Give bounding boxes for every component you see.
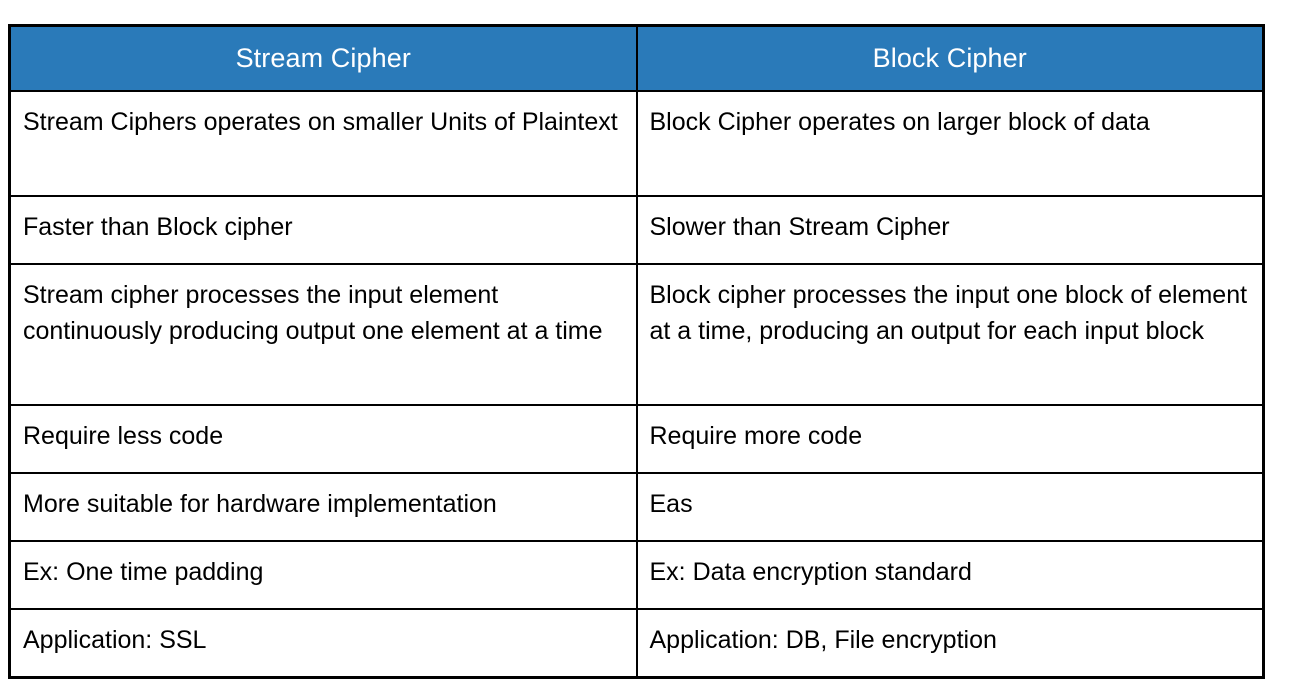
cell-stream-cipher-2: Faster than Block cipher [8,195,638,265]
table-row: Faster than Block cipher Slower than Str… [8,195,1265,265]
cell-block-cipher-1: Block Cipher operates on larger block of… [635,90,1265,197]
cell-stream-cipher-5: More suitable for hardware implementatio… [8,472,638,542]
cell-stream-cipher-3: Stream cipher processes the input elemen… [8,263,638,406]
table-row: More suitable for hardware implementatio… [8,472,1265,542]
comparison-table: Stream Cipher Block Cipher Stream Cipher… [8,24,1265,679]
cell-block-cipher-3: Block cipher processes the input one blo… [635,263,1265,406]
cell-block-cipher-4: Require more code [635,404,1265,474]
cell-stream-cipher-7: Application: SSL [8,608,638,679]
cell-block-cipher-7: Application: DB, File encryption [635,608,1265,679]
table-row: Ex: One time padding Ex: Data encryption… [8,540,1265,610]
cell-stream-cipher-4: Require less code [8,404,638,474]
table-header-row: Stream Cipher Block Cipher [8,24,1265,92]
cell-stream-cipher-6: Ex: One time padding [8,540,638,610]
cell-block-cipher-6: Ex: Data encryption standard [635,540,1265,610]
table-row: Stream Ciphers operates on smaller Units… [8,90,1265,197]
table-row: Stream cipher processes the input elemen… [8,263,1265,406]
cell-stream-cipher-1: Stream Ciphers operates on smaller Units… [8,90,638,197]
column-header-stream-cipher: Stream Cipher [8,24,638,92]
table-body: Stream Ciphers operates on smaller Units… [8,90,1265,679]
table-row: Application: SSL Application: DB, File e… [8,608,1265,679]
table-row: Require less code Require more code [8,404,1265,474]
cell-block-cipher-2: Slower than Stream Cipher [635,195,1265,265]
column-header-block-cipher: Block Cipher [635,24,1265,92]
table-header: Stream Cipher Block Cipher [8,24,1265,92]
cell-block-cipher-5: Eas [635,472,1265,542]
